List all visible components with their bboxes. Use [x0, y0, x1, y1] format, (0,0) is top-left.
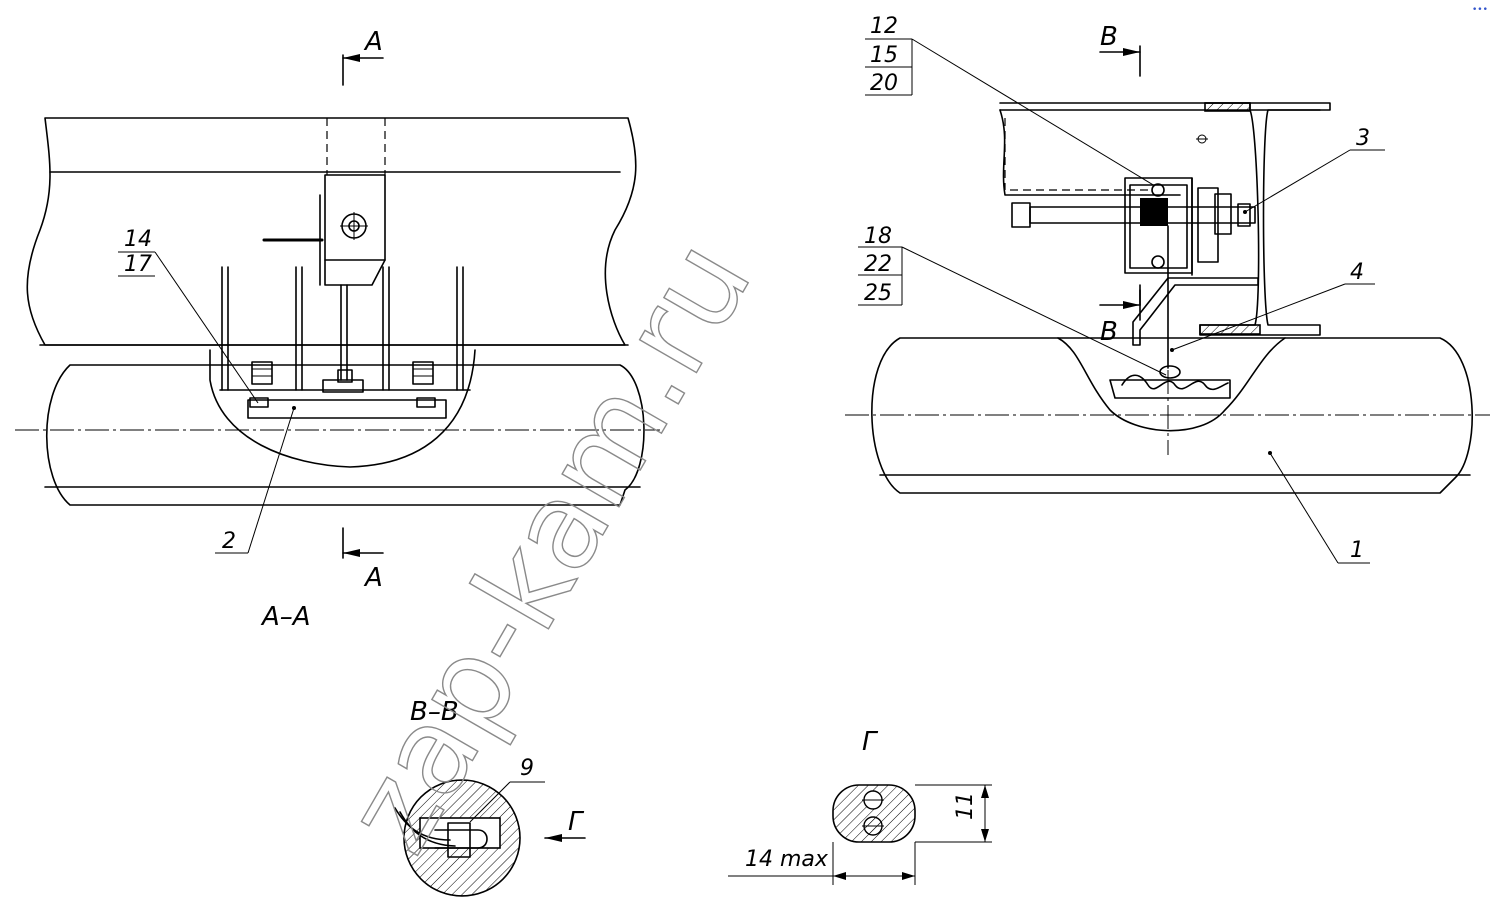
cut-marker-a-bottom: А	[342, 527, 384, 593]
section-vv-title: В–В	[410, 697, 459, 727]
nut-right	[412, 361, 436, 408]
clamp-plate	[247, 399, 447, 419]
tank-cutout	[209, 349, 476, 468]
tank-body-side	[871, 337, 1473, 494]
cut-marker-v-bottom: В	[1099, 289, 1141, 347]
callout-18-22-25: 18 22 25	[858, 224, 1167, 376]
i-beam	[1199, 102, 1321, 336]
nut-left	[249, 361, 273, 408]
view-arrow-g: Г	[568, 807, 585, 837]
cut-label-v-top: В	[1100, 22, 1118, 52]
callout-12-15-20: 12 15 20	[865, 14, 1156, 187]
callout-22: 22	[864, 252, 892, 277]
callout-17: 17	[124, 252, 152, 277]
callout-2-label: 2	[222, 529, 236, 554]
section-vv-view: 9 Г В–В	[394, 697, 586, 897]
callout-4: 4	[1170, 260, 1375, 352]
section-vv-circle	[403, 779, 521, 897]
callout-9: 9	[520, 756, 534, 781]
strap-pad	[1109, 379, 1231, 399]
cut-label-a-top: А	[363, 27, 383, 57]
callout-4-label: 4	[1350, 260, 1364, 285]
frame-beam-outline	[26, 117, 637, 346]
section-aa-title: А–А	[260, 602, 311, 632]
callout-18: 18	[864, 224, 892, 249]
callout-20: 20	[870, 71, 898, 96]
callout-15: 15	[870, 43, 898, 68]
cut-marker-a-top: А	[342, 27, 384, 86]
bracket-plate	[324, 174, 386, 286]
dim-height: 11	[953, 792, 978, 820]
clamp-posts	[221, 266, 464, 391]
section-aa-view: А А 14 17 2 А–А	[15, 27, 660, 632]
callout-12: 12	[870, 14, 898, 39]
cut-marker-v-top: В	[1099, 22, 1141, 77]
callout-2: 2	[215, 406, 296, 554]
tank-body	[46, 364, 645, 506]
callout-14: 14	[124, 227, 152, 252]
callout-3: 3	[1243, 126, 1385, 214]
corner-mark: •••	[1472, 5, 1488, 15]
strap-bracket	[1132, 277, 1259, 346]
callout-25: 25	[864, 281, 892, 306]
upper-frame	[999, 109, 1181, 196]
view-g-title: Г	[862, 727, 879, 757]
callout-1-label: 1	[1350, 538, 1364, 563]
side-view: В В 12 15 20 18 22 25	[845, 14, 1490, 564]
dim-width: 14 max	[745, 847, 829, 872]
callout-1: 1	[1268, 451, 1370, 564]
callout-14-17: 14 17	[118, 227, 259, 404]
cut-label-a-bottom: А	[363, 563, 383, 593]
cut-label-v-bottom: В	[1100, 317, 1118, 347]
cable-cross-section	[832, 784, 916, 843]
callout-3-label: 3	[1356, 126, 1370, 151]
tank-cutout-side	[1057, 337, 1286, 432]
view-g: 11 14 max Г	[728, 727, 992, 885]
